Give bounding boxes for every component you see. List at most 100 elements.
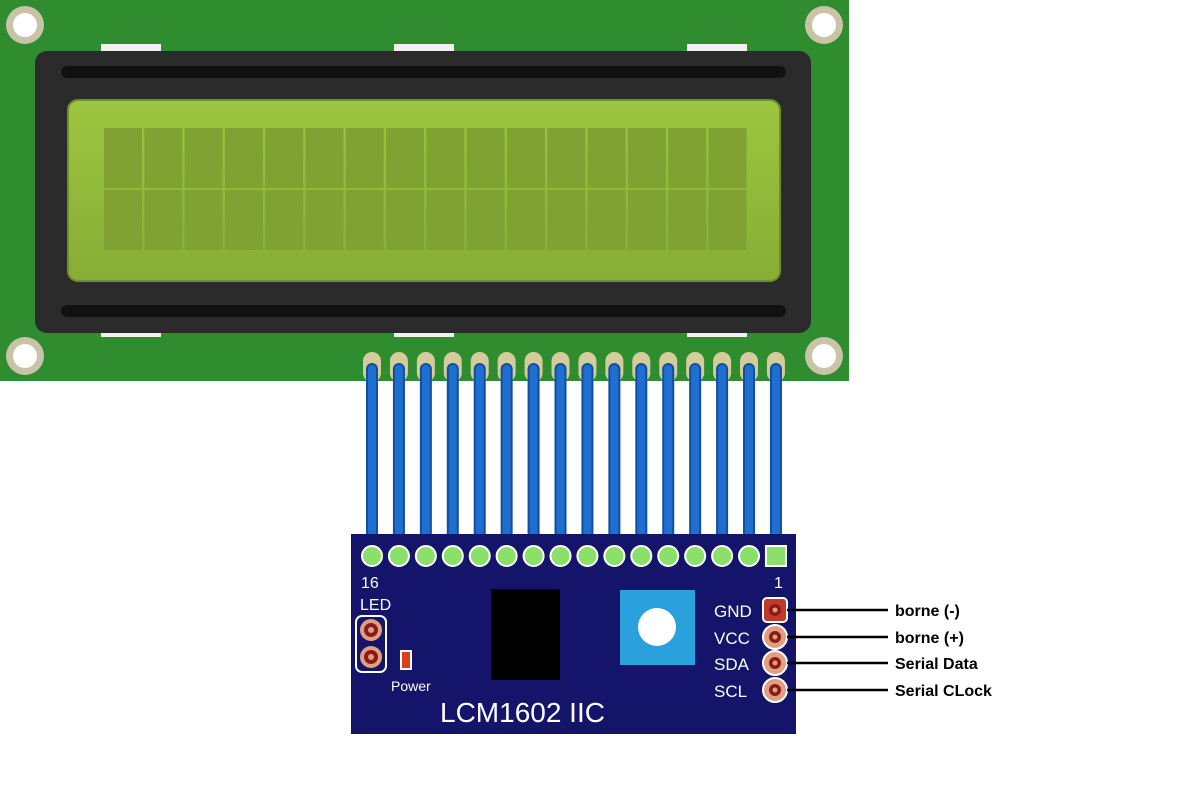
gnd-annotation: borne (-)	[895, 603, 960, 620]
ribbon-wire	[662, 363, 675, 560]
character-cell	[426, 190, 465, 250]
ribbon-wire	[689, 363, 702, 560]
module-pad	[495, 545, 518, 567]
module-pad	[361, 545, 383, 567]
ribbon-wire	[419, 363, 432, 560]
character-cell	[466, 190, 505, 250]
module-pad-pin-1	[764, 545, 787, 567]
module-pad	[414, 545, 437, 567]
module-pad	[684, 545, 707, 567]
character-cell	[345, 190, 384, 250]
character-cell	[144, 190, 183, 250]
mounting-hole-top-right	[805, 6, 843, 44]
character-cell	[184, 128, 223, 188]
character-cell	[265, 190, 304, 250]
character-cell	[587, 190, 626, 250]
module-header-pads	[361, 545, 787, 567]
sda-pin-center	[772, 660, 778, 666]
character-cell	[587, 128, 626, 188]
sda-pin-label: SDA	[714, 655, 750, 674]
pin-16-label: 16	[361, 575, 379, 592]
character-cell	[265, 128, 304, 188]
gnd-pin-label: GND	[714, 602, 752, 621]
lcd-board	[0, 0, 849, 382]
ribbon-wire	[500, 363, 513, 560]
character-cell	[668, 128, 707, 188]
ribbon-wire	[446, 363, 459, 560]
ribbon-wire	[635, 363, 648, 560]
module-pad	[522, 545, 545, 567]
module-pad	[711, 545, 734, 567]
character-grid	[104, 128, 747, 250]
character-cell	[547, 190, 586, 250]
character-cell	[507, 190, 545, 250]
character-cell	[305, 128, 344, 188]
pin-1-label: 1	[774, 575, 783, 592]
ribbon-wire	[769, 363, 782, 560]
character-cell	[104, 190, 142, 250]
character-cell	[184, 190, 223, 250]
mounting-hole-top-left	[6, 6, 44, 44]
vcc-pin-center	[772, 634, 778, 640]
character-cell	[507, 128, 545, 188]
mounting-hole-bottom-left	[6, 337, 44, 375]
module-pad	[576, 545, 599, 567]
character-cell	[708, 190, 747, 250]
character-cell	[627, 128, 666, 188]
ribbon-wire	[581, 363, 594, 560]
i2c-pins: GND VCC SDA SCL	[714, 597, 788, 703]
scl-pin-center	[772, 687, 778, 693]
potentiometer-knob	[638, 608, 676, 646]
character-cell	[224, 128, 263, 188]
ribbon-wire	[743, 363, 756, 560]
module-pad	[441, 545, 464, 567]
bezel-clip	[394, 44, 454, 52]
vcc-pin-label: VCC	[714, 629, 750, 648]
module-pad	[549, 545, 572, 567]
module-pad	[387, 545, 410, 567]
module-pad	[630, 545, 653, 567]
power-led-core	[402, 652, 410, 668]
ribbon-wire	[608, 363, 621, 560]
i2c-chip	[491, 589, 560, 680]
ribbon-wire	[527, 363, 540, 560]
module-pad	[657, 545, 680, 567]
module-pad	[468, 545, 491, 567]
bezel-slot-top	[61, 66, 786, 78]
bezel-clip	[687, 44, 747, 52]
character-cell	[466, 128, 505, 188]
led-jumper	[355, 615, 387, 673]
module-pcb	[351, 534, 796, 734]
module-pad	[603, 545, 626, 567]
ribbon-wires	[366, 363, 782, 560]
mounting-hole-bottom-right	[805, 337, 843, 375]
model-label: LCM1602 IIC	[440, 697, 605, 728]
ribbon-wire	[554, 363, 567, 560]
power-label: Power	[391, 678, 431, 694]
ribbon-wire	[716, 363, 729, 560]
character-cell	[708, 128, 747, 188]
gnd-pin-center	[772, 607, 778, 613]
character-cell	[386, 190, 425, 250]
ribbon-wire	[392, 363, 405, 560]
scl-annotation: Serial CLock	[895, 683, 992, 700]
sda-annotation: Serial Data	[895, 656, 978, 673]
character-cell	[224, 190, 263, 250]
bezel-clip	[101, 44, 161, 52]
character-cell	[627, 190, 666, 250]
vcc-annotation: borne (+)	[895, 630, 964, 647]
led-label: LED	[360, 597, 391, 614]
character-cell	[104, 128, 142, 188]
character-cell	[305, 190, 344, 250]
character-cell	[345, 128, 384, 188]
character-cell	[547, 128, 586, 188]
character-cell	[426, 128, 465, 188]
bezel-slot-bottom	[61, 305, 786, 317]
character-cell	[144, 128, 183, 188]
ribbon-wire	[366, 363, 378, 560]
character-cell	[386, 128, 425, 188]
module-pad	[738, 545, 761, 567]
scl-pin-label: SCL	[714, 682, 747, 701]
character-cell	[668, 190, 707, 250]
